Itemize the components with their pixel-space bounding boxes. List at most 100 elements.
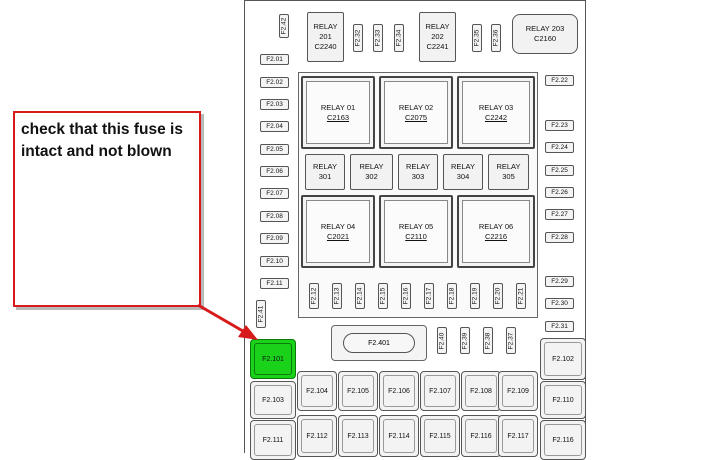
- fuse-f2-116: F2.116: [461, 415, 501, 457]
- fuse-label: F2.105: [347, 387, 369, 395]
- fuse-label: F2.109: [507, 387, 529, 395]
- fuse-f2-33: F2.33: [373, 24, 383, 52]
- fuse-f2-02: F2.02: [260, 77, 289, 88]
- fuse-f2-09: F2.09: [260, 233, 289, 244]
- fuse-f2-401: F2.401: [343, 333, 415, 353]
- relay-304-num: 304: [456, 172, 470, 181]
- relay-06-label: RELAY 06: [478, 221, 514, 231]
- relay-201-label: RELAY 201: [313, 22, 338, 41]
- fuse-f2-11: F2.11: [260, 278, 289, 289]
- fuse-f2-17: F2.17: [424, 283, 434, 309]
- fuse-label: F2.103: [262, 396, 284, 404]
- fuse-f2-19: F2.19: [470, 283, 480, 309]
- fuse-label: F2.104: [306, 387, 328, 395]
- fuse-label: F2.113: [347, 432, 369, 440]
- relay-304-label: RELAY: [450, 162, 476, 171]
- fuse-label: F2.108: [470, 387, 492, 395]
- fuse-label: F2.116: [470, 432, 492, 440]
- relay-01-label: RELAY 01: [320, 102, 356, 112]
- fuse-f2-112: F2.112: [297, 415, 337, 457]
- callout-text: check that this fuse is intact and not b…: [21, 121, 183, 160]
- relay-203: RELAY 203 C2160: [512, 14, 578, 54]
- fuse-f2-12: F2.12: [309, 283, 319, 309]
- relay-04-label: RELAY 04: [320, 221, 356, 231]
- fuse-f2-117: F2.117: [498, 415, 538, 457]
- fuse-f2-15: F2.15: [378, 283, 388, 309]
- fuse-f2-10: F2.10: [260, 256, 289, 267]
- fuse-f2-20: F2.20: [493, 283, 503, 309]
- fuse-label: F2.114: [388, 432, 410, 440]
- relay-202-label: RELAY 202: [425, 22, 450, 41]
- arrow-head: [238, 325, 258, 340]
- fuse-label: F2.111: [262, 436, 284, 444]
- relay-303-num: 303: [411, 172, 425, 181]
- relay-303-label: RELAY: [405, 162, 431, 171]
- relay-01-code: C2163: [326, 112, 350, 122]
- relay-302-label: RELAY: [359, 162, 384, 171]
- relay-203-code: C2160: [533, 34, 557, 43]
- relay-203-label: RELAY 203: [525, 24, 565, 33]
- fuse-f2-34: F2.34: [394, 24, 404, 52]
- fuse-f2-115: F2.115: [420, 415, 460, 457]
- fuse-f2-101-label: F2.101: [262, 355, 284, 363]
- fuse-f2-18: F2.18: [447, 283, 457, 309]
- relay-02-label: RELAY 02: [398, 102, 434, 112]
- fuse-f2-37: F2.37: [506, 327, 516, 354]
- fuse-f2-101-highlighted[interactable]: F2.101: [250, 339, 296, 379]
- relay-201-code: C2240: [314, 42, 337, 51]
- fuse-label: F2.112: [306, 432, 328, 440]
- fuse-f2-23: F2.23: [545, 120, 574, 131]
- fuse-label: F2.107: [429, 387, 451, 395]
- fuse-f2-31: F2.31: [545, 321, 574, 332]
- fuse-label: F2.102: [552, 355, 574, 363]
- fuse-f2-29: F2.29: [545, 276, 574, 287]
- fuse-f2-26: F2.26: [545, 187, 574, 198]
- fuse-f2-107: F2.107: [420, 371, 460, 411]
- fuse-f2-25: F2.25: [545, 165, 574, 176]
- fuse-f2-24: F2.24: [545, 142, 574, 153]
- fuse-label: F2.115: [429, 432, 451, 440]
- relay-302-num: 302: [365, 172, 378, 181]
- fuse-f2-03: F2.03: [260, 99, 289, 110]
- fuse-f2-13: F2.13: [332, 283, 342, 309]
- relay-02-code: C2075: [404, 112, 428, 122]
- fuse-f2-14: F2.14: [355, 283, 365, 309]
- relay-03-label: RELAY 03: [478, 102, 514, 112]
- relay-201: RELAY 201 C2240: [307, 12, 344, 62]
- fuse-f2-36: F2.36: [491, 24, 501, 52]
- fuse-f2-05: F2.05: [260, 144, 289, 155]
- fuse-f2-104: F2.104: [297, 371, 337, 411]
- relay-06-code: C2216: [484, 231, 508, 241]
- fuse-f2-32: F2.32: [353, 24, 363, 52]
- relay-305-num: 305: [502, 172, 515, 181]
- fuse-f2-28: F2.28: [545, 232, 574, 243]
- fuse-f2-27: F2.27: [545, 209, 574, 220]
- fuse-f2-103: F2.103: [250, 381, 296, 419]
- relay-202: RELAY 202 C2241: [419, 12, 456, 62]
- fuse-f2-07: F2.07: [260, 188, 289, 199]
- relay-301-label: RELAY: [312, 162, 338, 171]
- arrow-shaft: [197, 303, 249, 336]
- fuse-f2-35: F2.35: [472, 24, 482, 52]
- fuse-f2-110: F2.110: [540, 381, 586, 419]
- fuse-f2-38: F2.38: [483, 327, 493, 354]
- relay-305-label: RELAY: [496, 162, 521, 171]
- fuse-f2-39: F2.39: [460, 327, 470, 354]
- fuse-label: F2.106: [388, 387, 410, 395]
- fuse-f2-04: F2.04: [260, 121, 289, 132]
- fuse-f2-16: F2.16: [401, 283, 411, 309]
- fuse-f2-01: F2.01: [260, 54, 289, 65]
- relay-05-label: RELAY 05: [398, 221, 434, 231]
- fuse-f2-106: F2.106: [379, 371, 419, 411]
- fuse-f2-22: F2.22: [545, 75, 574, 86]
